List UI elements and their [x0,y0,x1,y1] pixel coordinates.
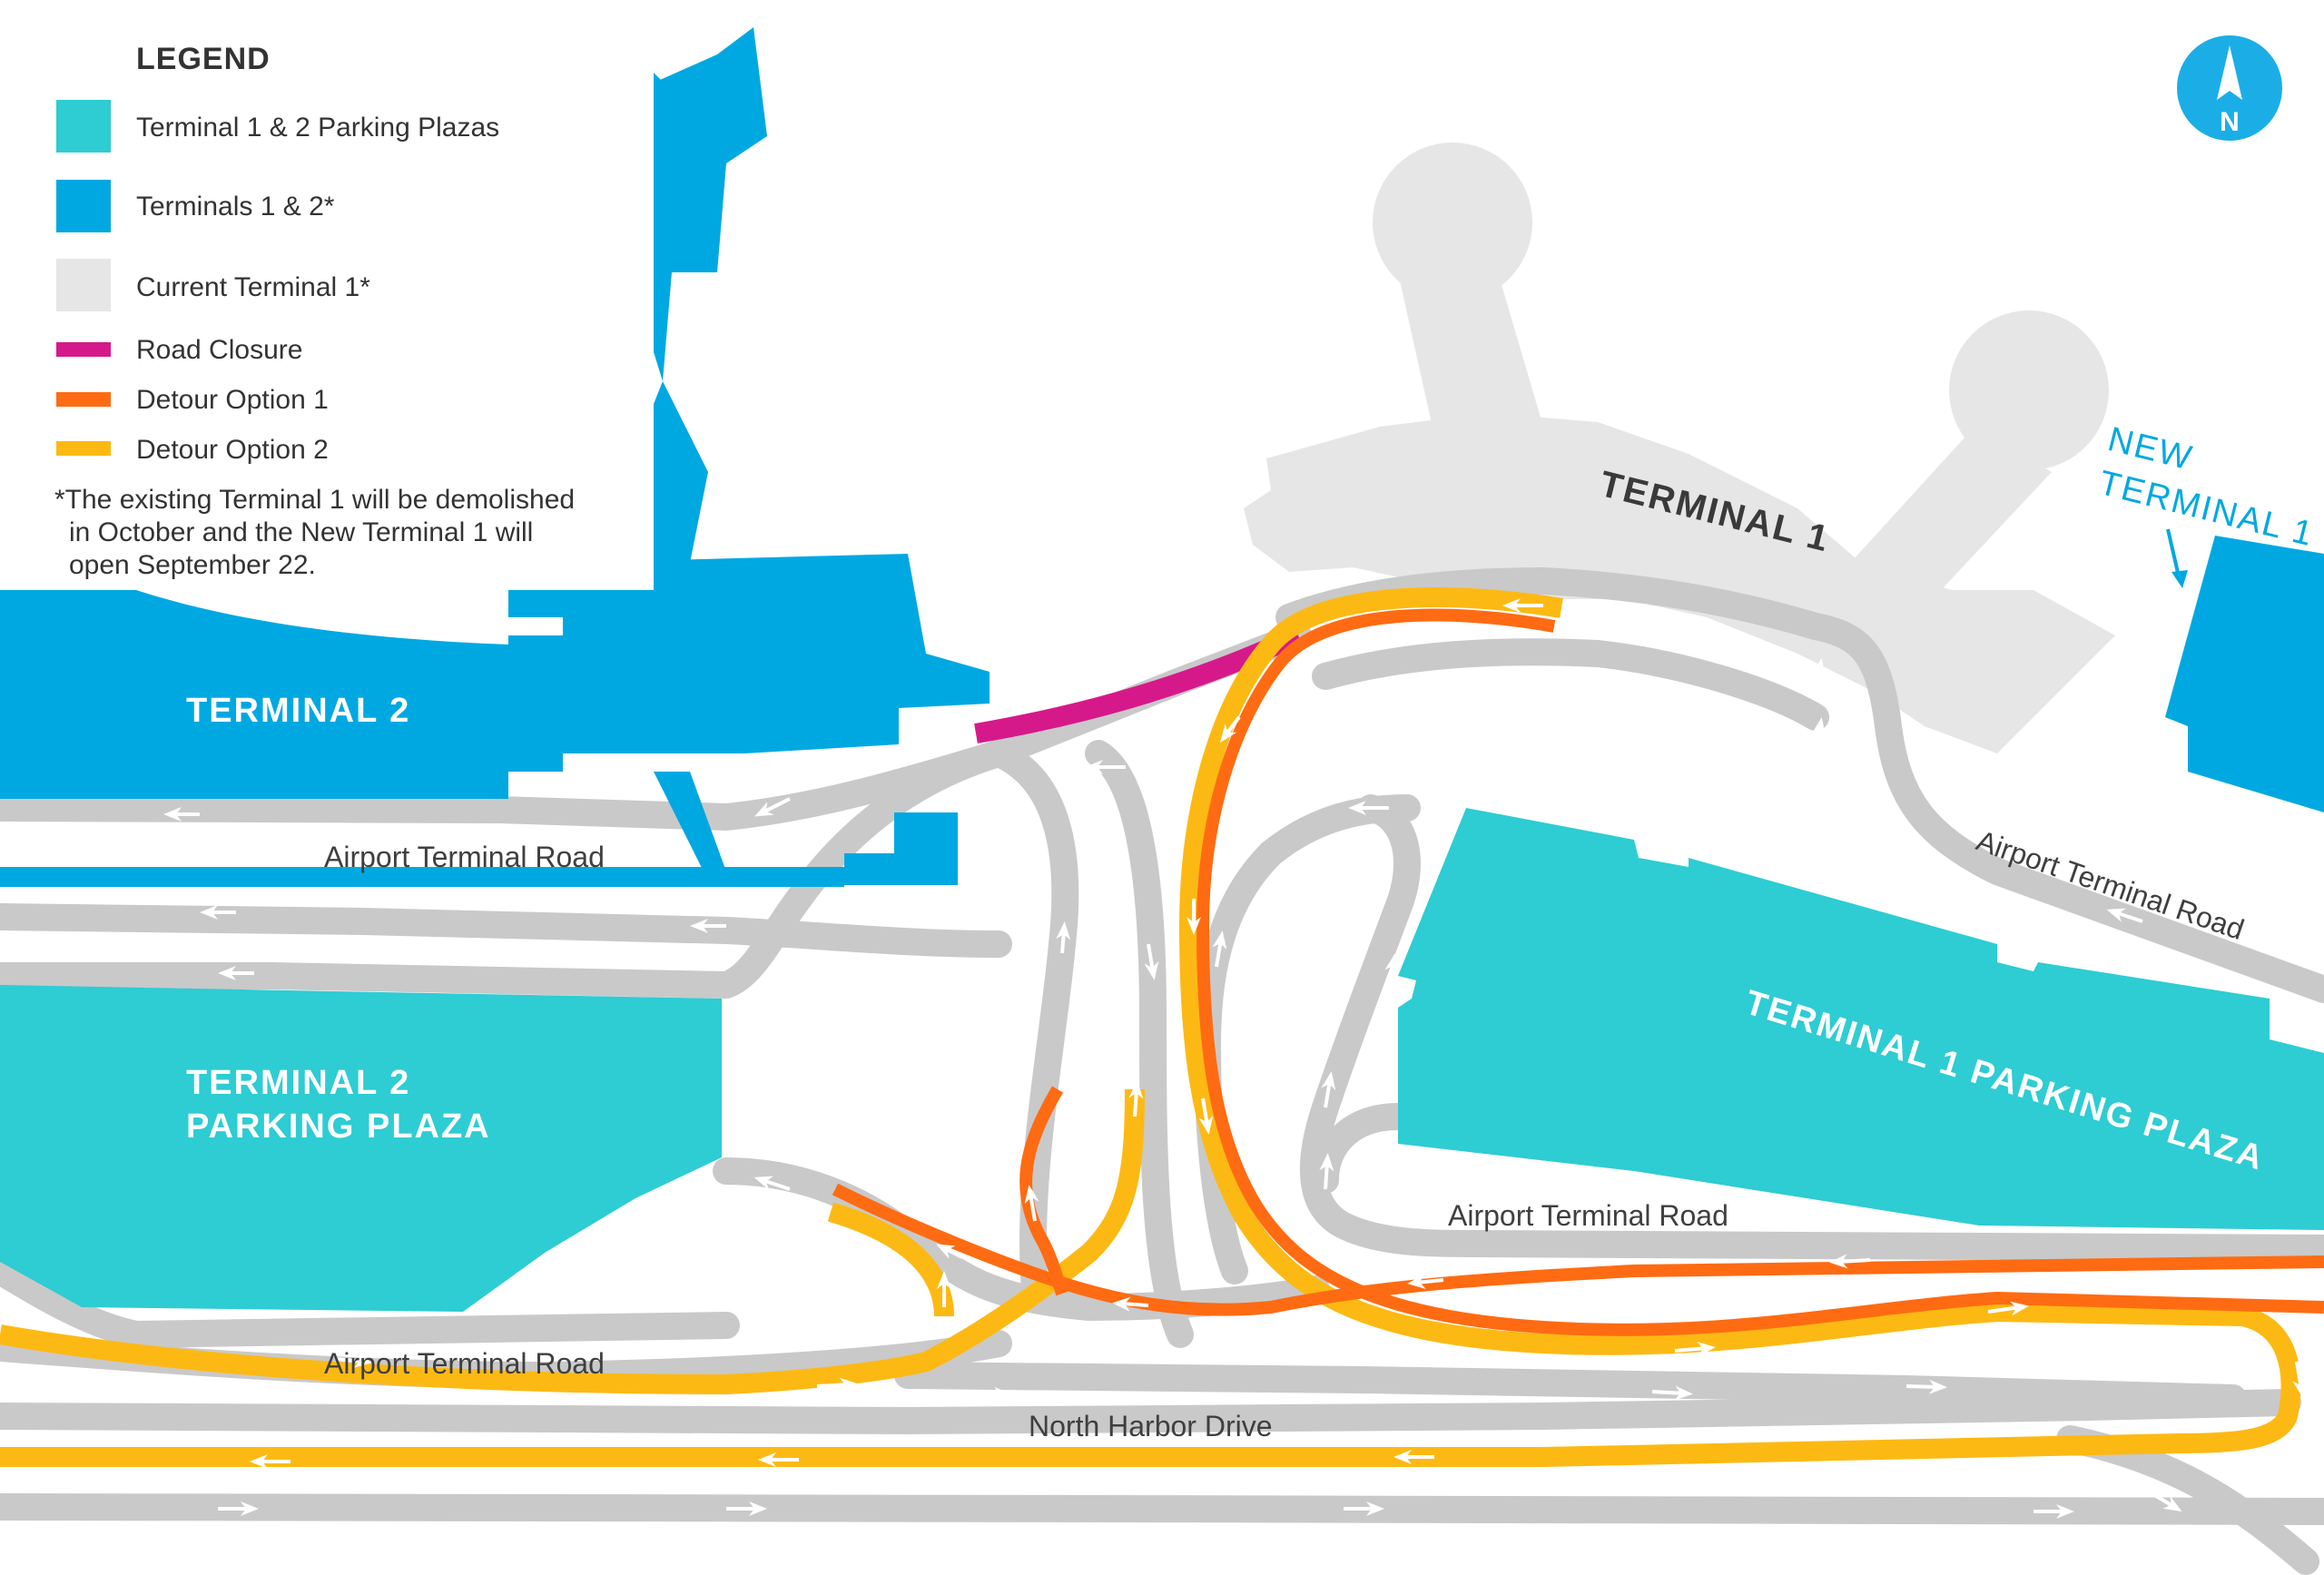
legend-label-detour-1: Detour Option 1 [136,385,329,415]
legend-label-current-terminal: Current Terminal 1* [136,272,370,302]
road-loop-west [1085,740,1194,1348]
legend-swatch-road-closure [56,342,111,357]
terminal-2-label: TERMINAL 2 [186,692,410,730]
new-terminal-1-building [2165,536,2324,812]
road-north-harbor-drive-bottom [0,1493,2324,1525]
road-t1-parking-inner-loop [1312,1103,1412,1194]
road-airport-terminal-south-b [894,1362,2247,1412]
legend-swatch-terminals [56,180,111,232]
road-t2-parking-south [0,1257,740,1348]
direction-arrows [163,598,2308,1519]
legend-note-line1: *The existing Terminal 1 will be demolis… [54,485,575,515]
legend-swatch-current-terminal [56,259,111,311]
legend-label-parking: Terminal 1 & 2 Parking Plazas [136,113,499,143]
compass: N [2177,35,2282,141]
new-terminal-1-pointer-head-icon [2171,570,2188,588]
terminal-2-gate-ticks [18,772,496,799]
legend-swatch-parking [56,100,111,153]
road-south-connector [713,1157,1330,1321]
airport-terminal-road-label-3: Airport Terminal Road [1448,1199,1728,1232]
new-terminal-1-pointer-icon [2166,528,2181,577]
legend-title: LEGEND [136,42,271,76]
terminal-2-parking-label-line2: PARKING PLAZA [186,1107,491,1146]
legend-label-road-closure: Road Closure [136,335,302,365]
legend-note-line2: in October and the New Terminal 1 will [69,517,533,547]
terminal-1-parking-plaza [1398,808,2324,1230]
road-t1-inner [1312,638,1829,731]
road-t1-east [1275,567,2324,1003]
road-t2-north-2 [0,903,1012,958]
legend-swatch-detour-1 [56,392,111,407]
legend-label-terminals: Terminals 1 & 2* [136,192,335,221]
terminal-2-parking-plaza [0,985,722,1312]
terminal-2-parking-label-line1: TERMINAL 2 [186,1064,410,1102]
legend: LEGEND Terminal 1 & 2 Parking Plazas Ter… [0,0,654,590]
legend-note-line3: open September 22. [69,550,316,580]
airport-terminal-road-label-1: Airport Terminal Road [324,841,605,873]
road-t2-north-3 [0,740,1012,999]
legend-swatch-detour-2 [56,441,111,456]
legend-label-detour-2: Detour Option 2 [136,435,329,465]
new-terminal-1-label-line2: TERMINAL 1 [2095,464,2318,554]
compass-letter: N [2220,107,2240,137]
north-harbor-drive-label: North Harbor Drive [1029,1410,1273,1442]
north-arrow-icon [2217,45,2242,100]
airport-terminal-road-label-4: Airport Terminal Road [324,1347,605,1380]
